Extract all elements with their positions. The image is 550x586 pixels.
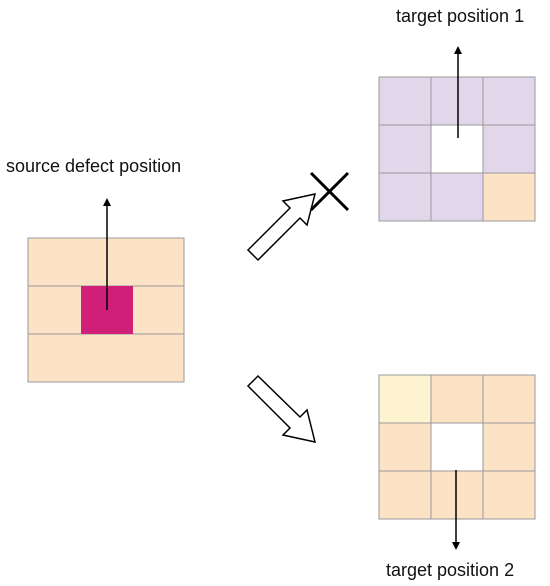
lattice-cell-vacancy (430, 124, 484, 174)
lattice-cell-peach (378, 470, 432, 520)
source-lattice (27, 237, 185, 383)
allowed-migration-arrow (246, 374, 317, 443)
lattice-cell-lavender (430, 172, 484, 222)
lattice-cell-peach (482, 172, 536, 222)
lattice-cell-lavender (482, 76, 536, 126)
lattice-cell-vacancy (430, 422, 484, 472)
lattice-cell-lavender (378, 172, 432, 222)
blocked-migration-arrow (246, 193, 317, 262)
lattice-cell-lavender (430, 76, 484, 126)
target2-label: target position 2 (386, 560, 514, 580)
target1-lattice (378, 76, 536, 222)
lattice-cell-peach (482, 470, 536, 520)
lattice-cell-peach (430, 470, 484, 520)
cross-mark-icon (309, 171, 350, 212)
target1-label: target position 1 (396, 6, 524, 26)
lattice-cell-peach (378, 422, 432, 472)
lattice-cell-light_yellow (378, 374, 432, 424)
lattice-cell-peach (482, 374, 536, 424)
lattice-cell-lavender (482, 124, 536, 174)
target2-lattice (378, 374, 536, 520)
lattice-cell-peach (482, 422, 536, 472)
source-label: source defect position (6, 156, 181, 176)
lattice-cell-lavender (378, 76, 432, 126)
lattice-cell-peach (430, 374, 484, 424)
lattice-cell-lavender (378, 124, 432, 174)
